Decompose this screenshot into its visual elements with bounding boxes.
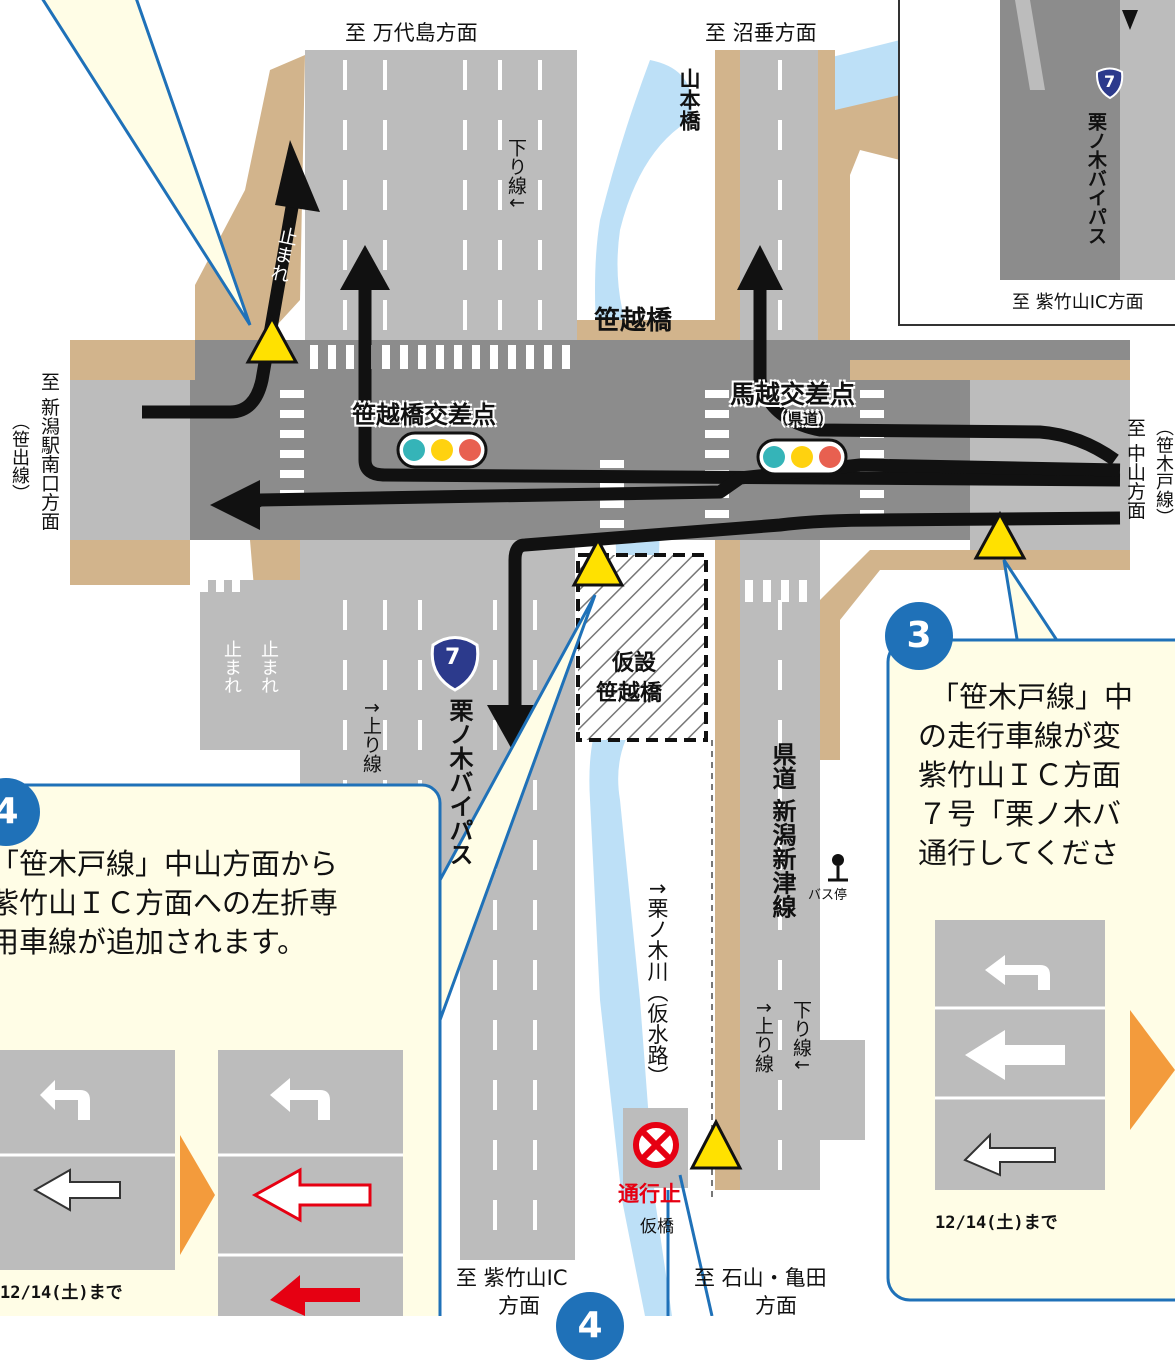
label-sasagoshi-bridge: 笹越橋 [594,306,673,336]
label-north-down: 下り線↓ [505,138,527,211]
callout-right-number: 3 [885,602,953,670]
river-ne [820,40,900,115]
callout-right-line5: 通行してくださ [918,836,1120,870]
label-south-up: ↑上り線 [360,700,382,773]
callout-left-line1: 「笹木戸線」中山方面から [0,847,339,881]
sidewalk-ne2 [715,50,740,370]
label-closed: 通行止 [618,1182,681,1206]
label-route-inset: 7 [1104,72,1116,91]
label-pref-down: 下り線↓ [790,1000,812,1073]
warning-icons [245,314,1027,1170]
label-north-right: 至 沼垂方面 [705,21,817,45]
road-sw-ramp [200,580,300,750]
traffic-light-magoshi [756,438,848,476]
bus-stop-icon [832,854,844,866]
label-stop-sw-1: 止まれ [221,640,242,694]
callout-bottom-number: 4 [556,1292,624,1360]
callout-right-line3: 紫竹山ＩＣ方面 [918,758,1122,792]
label-west: 至 新潟駅南口方面 [38,372,60,531]
sidewalk-w-bot [70,540,190,585]
callout-left-line2: 紫竹山ＩＣ方面への左折専 [0,886,339,920]
label-east: 至 中山方面 [1124,418,1146,520]
sidewalk-se [820,550,1130,760]
label-south-right-1: 至 石山・亀田 [694,1266,827,1290]
callout-right-line2: の走行車線が変 [918,719,1122,753]
label-north-left: 至 万代島方面 [345,21,478,45]
label-kurinoki: 栗ノ木バイパス [445,698,473,866]
label-pref-up: ↑上り線 [752,1000,774,1073]
callout-right-date: 12/14(土)まで [935,1213,1058,1233]
sidewalk-w-top [70,340,195,380]
lane-markings [343,60,782,1250]
road-south-side [820,1040,865,1140]
label-south-left-1: 至 紫竹山IC [456,1266,568,1290]
callout-right-line4: ７号「栗ノ木バ [918,797,1122,831]
route-shield-icon [430,636,480,692]
label-west-sub: （笹出線） [9,412,30,502]
label-kurinoki-inset: 栗ノ木バイパス [1085,112,1107,245]
label-east-sub: （笹木戸線） [1153,418,1174,526]
sidewalk-e-top [850,360,1130,380]
label-bus-stop: バス停 [808,888,848,903]
label-magoshi-intersection: 馬越交差点 [730,380,856,409]
label-river: ↑栗ノ木川（仮水路） [645,880,669,1087]
lane-panels-right [935,920,1175,1190]
sidewalk-pref [715,540,740,1190]
label-prefectural: 県道 新潟新津線 [768,742,796,919]
label-temp-bridge-1: 仮設 [612,651,657,676]
map-canvas [0,0,1175,1316]
callout-left-date: 12/14(土)まで [0,1283,123,1303]
label-inset-bottom: 至 紫竹山IC方面 [1012,292,1144,313]
sidewalk-bridge [577,320,715,345]
route-lines [142,188,1121,705]
label-sasagoshi-intersection: 笹越橋交差点 [352,401,496,429]
label-temp-bridge-2: 笹越橋 [596,681,663,706]
label-yamamoto-bridge: 山本橋 [677,68,701,131]
lane-panels-left [0,1050,403,1316]
callout-right-line1: 「笹木戸線」中 [930,680,1134,714]
label-south-right-2: 方面 [755,1294,797,1318]
label-stop-sw-2: 止まれ [258,640,279,694]
temp-bridge [576,553,708,742]
road-north-right [740,50,818,380]
label-south-left-2: 方面 [498,1294,540,1318]
label-karibashi: 仮橋 [640,1217,674,1237]
traffic-light-sasagoshi [396,431,488,469]
callout-left-line3: 用車線が追加されます。 [0,925,307,959]
route-number: 7 [445,645,461,670]
label-magoshi-sub: （県道） [773,410,834,428]
sidewalk-ne [818,50,900,360]
